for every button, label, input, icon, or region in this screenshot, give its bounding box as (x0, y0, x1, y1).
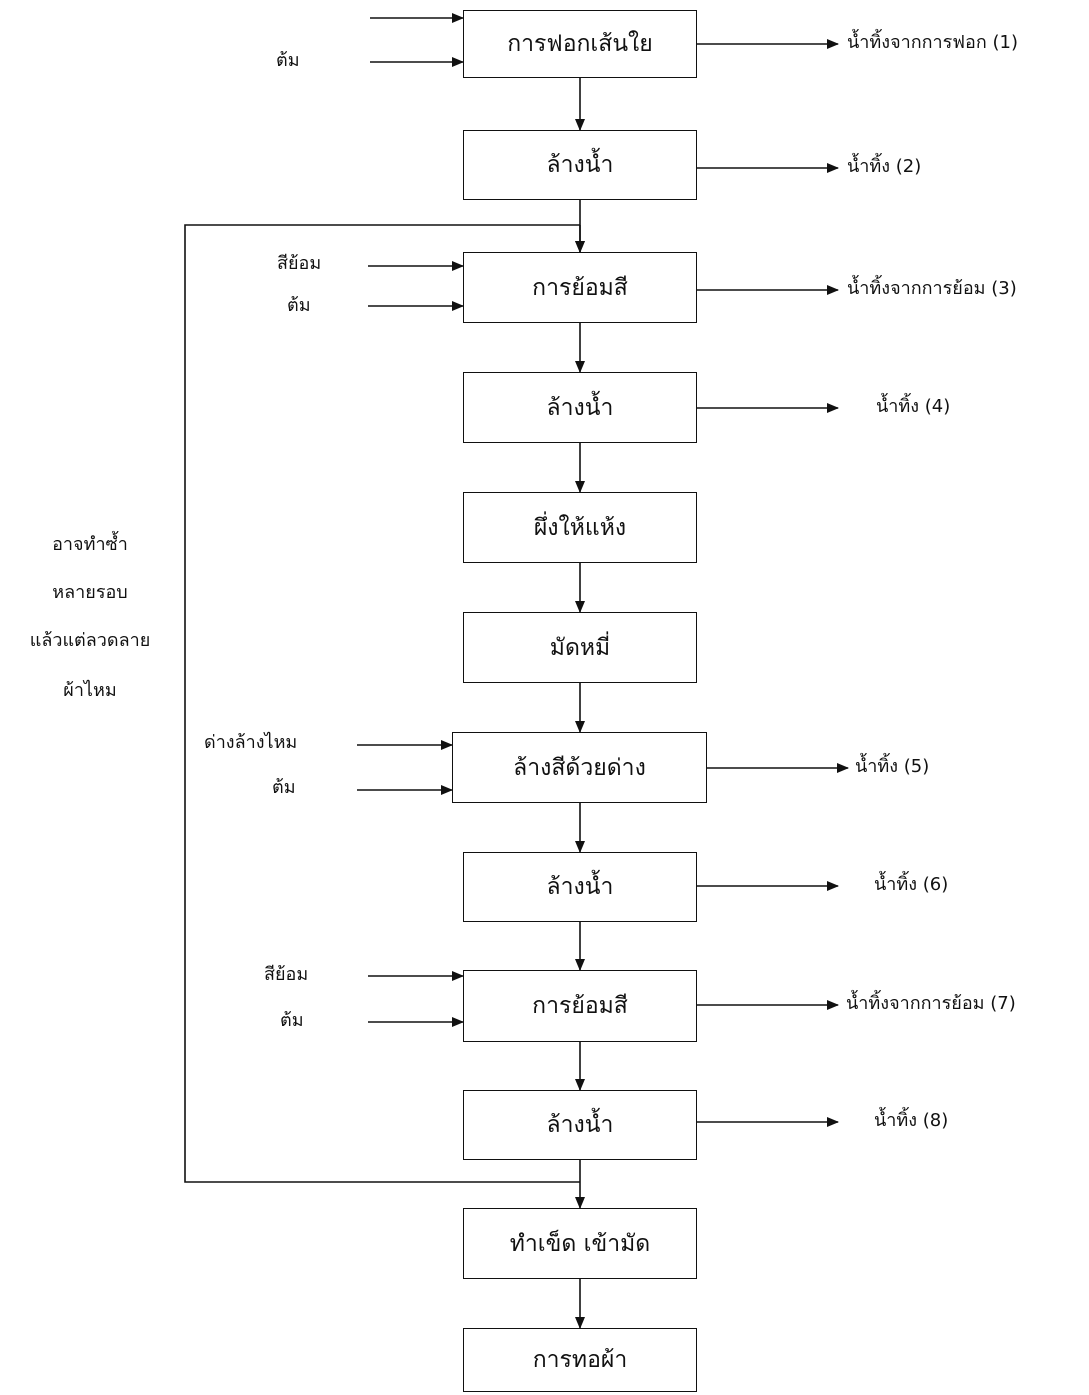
step-weaving: การทอผ้า (463, 1328, 697, 1392)
repeat-loop-line (184, 224, 580, 1183)
step-rinse-2: ล้างน้ำ (463, 372, 697, 443)
repeat-note-line-3: แล้วแต่ลวดลาย (29, 630, 151, 651)
step-tie-mudmee: มัดหมี่ (463, 612, 697, 683)
input-label-boil-3: ต้ม (272, 777, 296, 798)
output-label-7: น้ำทิ้งจากการย้อม (7) (846, 993, 1016, 1014)
output-label-3: น้ำทิ้งจากการย้อม (3) (847, 278, 1017, 299)
input-label-dye-2: สีย้อม (264, 964, 309, 985)
step-dye-2: การย้อมสี (463, 970, 697, 1042)
step-skein-tie: ทำเข็ด เข้ามัด (463, 1208, 697, 1279)
output-label-5: น้ำทิ้ง (5) (855, 756, 930, 777)
repeat-note-line-1: อาจทำซ้ำ (52, 534, 128, 555)
step-dye-1: การย้อมสี (463, 252, 697, 323)
step-rinse-1: ล้างน้ำ (463, 130, 697, 200)
repeat-note-line-4: ผ้าไหม (63, 680, 117, 701)
repeat-note-line-2: หลายรอบ (52, 582, 128, 603)
step-rinse-3: ล้างน้ำ (463, 852, 697, 922)
step-bleach-fiber: การฟอกเส้นใย (463, 10, 697, 78)
input-label-dye-1: สีย้อม (277, 253, 322, 274)
output-label-4: น้ำทิ้ง (4) (876, 396, 951, 417)
input-label-alkali: ด่างล้างไหม (204, 732, 298, 753)
output-label-8: น้ำทิ้ง (8) (874, 1110, 949, 1131)
step-rinse-4: ล้างน้ำ (463, 1090, 697, 1160)
input-label-boil-1: ต้ม (276, 50, 300, 71)
output-label-6: น้ำทิ้ง (6) (874, 874, 949, 895)
output-label-1: น้ำทิ้งจากการฟอก (1) (847, 32, 1018, 53)
output-label-2: น้ำทิ้ง (2) (847, 156, 922, 177)
input-label-boil-2: ต้ม (287, 295, 311, 316)
input-label-boil-4: ต้ม (280, 1010, 304, 1031)
step-alkali-wash: ล้างสีด้วยด่าง (452, 732, 707, 803)
step-dry: ผึ่งให้แห้ง (463, 492, 697, 563)
